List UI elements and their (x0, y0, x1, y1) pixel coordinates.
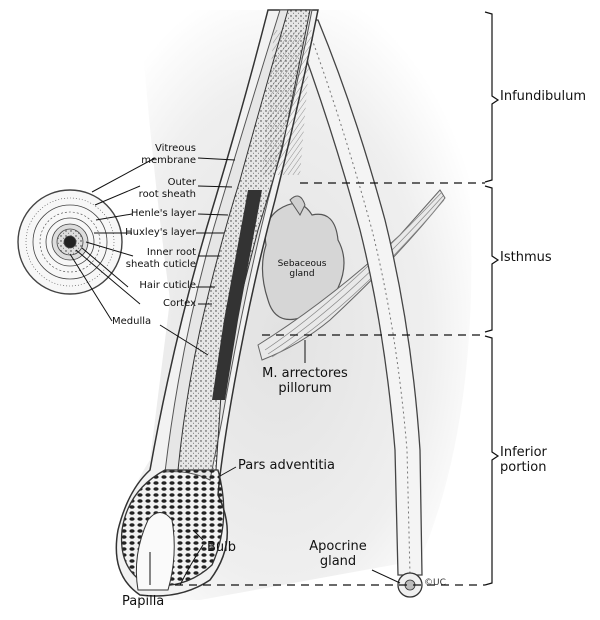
label-apocrine-gland: Apocrine gland (309, 539, 367, 569)
label-cortex: Cortex (162, 298, 196, 309)
label-medulla: Medulla (112, 316, 152, 327)
label-hair-cuticle: Hair cuticle (139, 280, 196, 291)
label-isthmus: Isthmus (500, 250, 552, 265)
dermal-papilla (135, 512, 175, 591)
label-bulb: Bulb (207, 540, 237, 555)
label-henles-layer: Henle's layer (130, 208, 196, 219)
label-huxleys-layer: Huxley's layer (125, 227, 196, 238)
hair-cross-section (17, 189, 123, 295)
leader-lines (69, 157, 401, 586)
label-inner-root-sheath-cuticle: Inner root sheath cuticle (125, 247, 196, 270)
hair-medulla (212, 190, 262, 400)
region-separators (175, 182, 485, 586)
label-pars-adventitia: Pars adventitia (238, 458, 336, 473)
region-brackets (484, 11, 500, 586)
label-infundibulum: Infundibulum (500, 89, 586, 104)
apocrine-duct (291, 19, 423, 576)
label-inferior-portion: Inferior portion (500, 445, 547, 475)
label-m-arrectores-pillorum: M. arrectores pillorum (262, 366, 348, 396)
label-sebaceous-gland: Sebaceous gland (277, 259, 327, 280)
label-papilla: Papilla (122, 594, 165, 609)
label-vitreous-membrane: Vitreous membrane (141, 143, 196, 166)
artist-signature: ©UC (424, 578, 446, 588)
label-outer-root-sheath: Outer root sheath (138, 177, 196, 200)
arrector-pili-muscle (257, 189, 446, 361)
